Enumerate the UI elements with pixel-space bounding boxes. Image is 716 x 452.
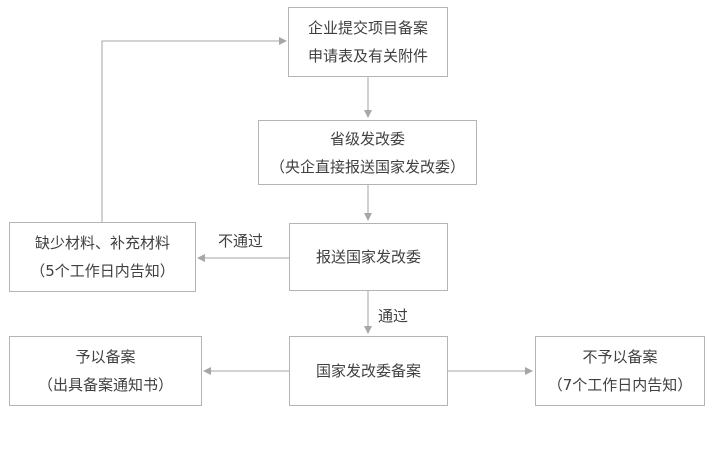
node-approve-filing: 予以备案 （出具备案通知书） [9, 336, 202, 406]
node-reject-line-1: 不予以备案 [582, 348, 658, 366]
node-provincial-line-1: 省级发改委 [329, 129, 405, 148]
node-provincial-line-2: （央企直接报送国家发改委） [269, 157, 465, 176]
edge-label-fail: 不通过 [218, 232, 264, 250]
node-forward-to-ndrc: 报送国家发改委 [289, 223, 448, 291]
node-reject-line-2: （7个工作日内告知） [547, 376, 693, 394]
node-supplement-line-1: 缺少材料、补充材料 [34, 234, 170, 252]
node-supplement-materials: 缺少材料、补充材料 （5个工作日内告知） [9, 222, 196, 292]
node-approve-line-1: 予以备案 [75, 348, 136, 366]
arrow-supplement-to-submit [101, 37, 287, 222]
node-forward-line-1: 报送国家发改委 [315, 248, 421, 266]
node-approve-line-2: （出具备案通知书） [37, 376, 173, 394]
node-ndrc-filing: 国家发改委备案 [289, 336, 448, 406]
edge-label-pass: 通过 [378, 307, 409, 325]
node-supplement-line-2: （5个工作日内告知） [30, 262, 175, 280]
node-submit-line-2: 申请表及有关附件 [307, 47, 428, 65]
node-submit-application: 企业提交项目备案 申请表及有关附件 [288, 7, 448, 77]
node-submit-line-1: 企业提交项目备案 [307, 19, 428, 37]
node-reject-filing: 不予以备案 （7个工作日内告知） [535, 336, 705, 406]
node-provincial-ndrc: 省级发改委 （央企直接报送国家发改委） [258, 120, 477, 185]
node-file-line-1: 国家发改委备案 [315, 362, 421, 380]
